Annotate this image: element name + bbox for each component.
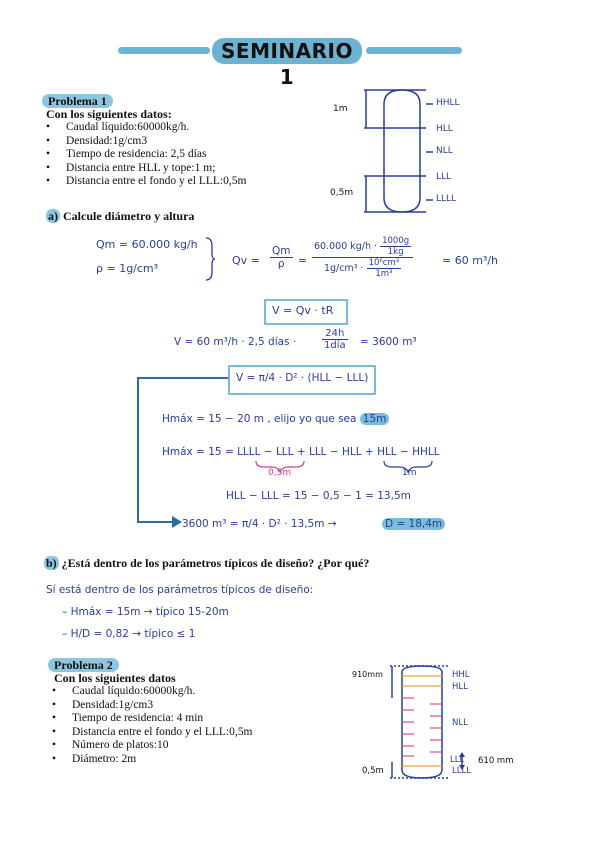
vessel1-top-dim: 1m	[333, 104, 348, 114]
list-item: Caudal líquido:60000kg/h.	[42, 121, 246, 135]
list-item: Caudal líquido:60000kg/h.	[48, 685, 252, 699]
question-b: b) ¿Está dentro de los parámetros típico…	[44, 556, 369, 571]
v-cylinder-formula: V = π/4 · D² · (HLL − LLL)	[236, 372, 369, 384]
v-formula-box	[264, 299, 348, 325]
title-line-right	[366, 47, 462, 54]
vessel2-level-lll: LLL	[450, 755, 465, 765]
vessel2-side-dim: 610 mm	[478, 756, 514, 766]
final-equation: 3600 m³ = π/4 · D² · 13,5m →	[182, 518, 337, 530]
f1-den2: 10⁶cm³	[366, 258, 402, 269]
hmax-choice: Hmáx = 15 − 20 m , elijo yo que sea 15m	[162, 413, 390, 425]
list-item: Tiempo de residencia: 4 min	[48, 712, 252, 726]
vessel2-level-llll: LLLL	[452, 766, 471, 776]
qv-numerator: Qm	[270, 245, 293, 258]
v-result: = 3600 m³	[360, 336, 417, 348]
qv-result: = 60 m³/h	[442, 254, 499, 267]
answer-b-line2: – Hmáx = 15m → típico 15-20m	[62, 606, 229, 618]
list-item: Densidad:1g/cm3	[42, 135, 246, 149]
vessel2-level-hhl: HHL	[452, 670, 470, 680]
qv-denominator: ρ	[277, 258, 285, 270]
problem2-data-list: Caudal líquido:60000kg/h. Densidad:1g/cm…	[48, 685, 252, 766]
vessel1-level-nll: NLL	[436, 146, 453, 156]
connector-arrow-icon	[137, 377, 228, 528]
list-item: Distancia entre HLL y tope:1 m;	[42, 162, 246, 176]
problem1-heading: Con los siguientes datos:	[46, 107, 172, 121]
hmax-sum: Hmáx = 15 = LLLL − LLL + LLL − HLL + HLL…	[162, 446, 440, 458]
v-num: 24h	[322, 328, 348, 340]
question-b-letter: b)	[44, 556, 59, 570]
given-rho: ρ = 1g/cm³	[96, 262, 159, 275]
vessel1-level-lll: LLL	[436, 172, 452, 182]
question-a-text: Calcule diámetro y altura	[60, 209, 195, 223]
underbrace-label-2: 1m	[402, 468, 417, 478]
f1-num2: 1000g	[380, 236, 412, 247]
hmax-highlight: 15m	[359, 413, 390, 425]
vessel2-level-hll: HLL	[452, 682, 468, 692]
final-diameter: D = 18,4m	[382, 518, 446, 530]
underbrace-label-1: 0,5m	[268, 468, 292, 478]
vessel1-bottom-dim: 0,5m	[330, 188, 354, 198]
v-formula: V = Qv · tR	[272, 304, 334, 317]
height-difference: HLL − LLL = 15 − 0,5 − 1 = 13,5m	[226, 490, 411, 502]
v-calc: V = 60 m³/h · 2,5 días ·	[174, 336, 297, 348]
f1-den: 1g/cm³ ·	[323, 263, 364, 274]
list-item: Densidad:1g/cm3	[48, 699, 252, 713]
question-a-letter: a)	[46, 209, 60, 223]
question-a: a) Calcule diámetro y altura	[46, 209, 194, 224]
vessel1-level-llll: LLLL	[436, 194, 457, 204]
problem1-data-list: Caudal líquido:60000kg/h. Densidad:1g/cm…	[42, 121, 246, 189]
f1-num: 60.000 kg/h ·	[314, 241, 378, 252]
page-title: SEMINARIO 1	[212, 38, 362, 89]
list-item: Número de platos:10	[48, 739, 252, 753]
vessel1-diagram	[364, 89, 433, 213]
answer-b-line3: – H/D = 0,82 → típico ≤ 1	[62, 628, 196, 640]
v-cylinder-box	[228, 365, 376, 395]
problem2-heading: Con los siguientes datos	[54, 671, 176, 685]
given-qm: Qm = 60.000 kg/h	[96, 238, 198, 251]
list-item: Distancia entre el fondo y el LLL:0,5m	[42, 175, 246, 189]
vessel1-level-hll: HLL	[436, 124, 453, 134]
list-item: Tiempo de residencia: 2,5 días	[42, 148, 246, 162]
vessel1-level-hhll: HHLL	[436, 98, 460, 108]
f1-num3: 1kg	[387, 247, 404, 257]
list-item: Distancia entre el fondo y el LLL:0,5m	[48, 726, 252, 740]
qv-lhs: Qv =	[232, 254, 260, 267]
problem1-label: Problema 1	[42, 94, 113, 108]
v-den: 1día	[324, 340, 346, 351]
title-line-left	[118, 47, 210, 54]
problem2-label: Problema 2	[48, 658, 119, 672]
vessel2-top-dim: 910mm	[352, 670, 383, 679]
f1-den3: 1m³	[375, 269, 393, 279]
answer-b-line1: Sí está dentro de los parámetros típicos…	[46, 584, 314, 596]
qv-equals: =	[298, 254, 308, 267]
list-item: Diámetro: 2m	[48, 753, 252, 767]
brace-icon	[205, 237, 216, 281]
underbraces-icon	[255, 460, 433, 474]
vessel2-bottom-dim: 0,5m	[362, 766, 384, 776]
vessel2-diagram	[390, 665, 465, 779]
question-b-text: ¿Está dentro de los parámetros típicos d…	[58, 556, 370, 570]
final-diameter-value: D = 18,4m	[382, 518, 446, 530]
hmax-choice-text: Hmáx = 15 − 20 m , elijo yo que sea	[162, 413, 357, 425]
vessel2-level-nll: NLL	[452, 718, 468, 728]
